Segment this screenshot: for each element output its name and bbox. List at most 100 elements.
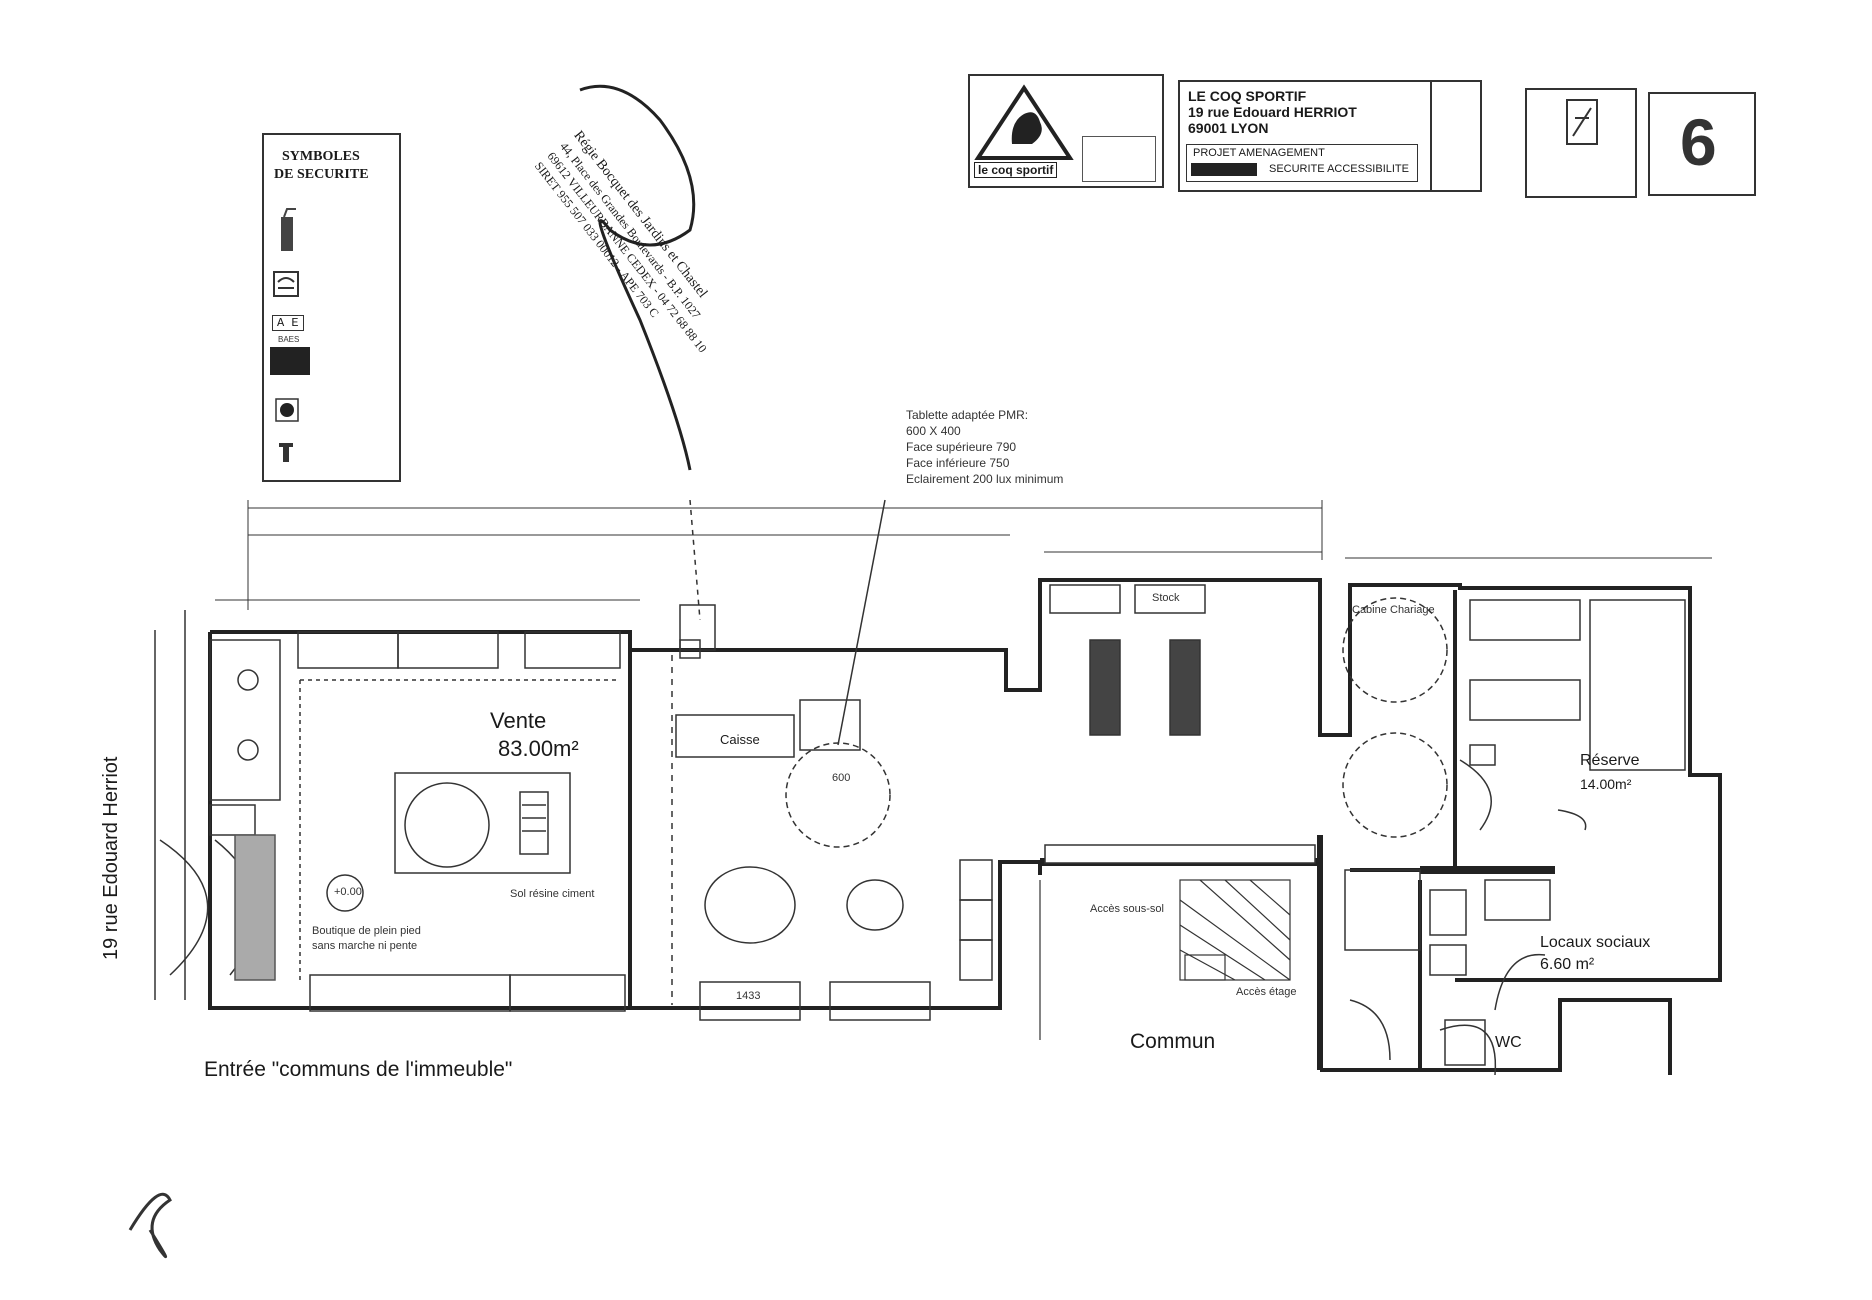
door-swing	[1494, 953, 1546, 1011]
exterior-wall	[210, 578, 1722, 982]
reserve-shelf	[1469, 599, 1581, 641]
wall-shelf	[524, 631, 621, 669]
title-block-project: LE COQ SPORTIF 19 rue Edouard HERRIOT 69…	[1178, 80, 1482, 192]
storage-cabinet	[1134, 584, 1206, 614]
margin-scribble	[128, 1192, 172, 1259]
pmr-shelf-dimension: 600	[832, 772, 851, 784]
door-swing	[1459, 759, 1492, 831]
baes-exit-sign-icon: BAES	[270, 335, 310, 375]
wall-shelf	[959, 939, 993, 981]
door-swing	[1439, 1024, 1497, 1076]
wall-shelf	[699, 981, 801, 1021]
room-area-reserve: 14.00m²	[1580, 776, 1632, 792]
brand-logo-text: le coq sportif	[974, 162, 1058, 178]
wc-bowl	[1444, 1019, 1486, 1066]
stock-label: Stock	[1152, 592, 1180, 604]
pmr-shelf	[799, 699, 861, 751]
valve-icon	[279, 443, 293, 462]
cleaning-room	[1344, 869, 1421, 951]
rooster-logo-icon	[974, 84, 1074, 160]
door-swing	[159, 839, 209, 976]
cash-desk-label: Caisse	[720, 732, 760, 747]
display-rack	[519, 791, 549, 855]
clothing-rack	[1089, 639, 1121, 736]
reserve-shelf	[1589, 599, 1686, 771]
clothing-rack	[1169, 639, 1201, 736]
display-fixture	[237, 669, 259, 691]
wall-shelf	[959, 859, 993, 901]
stair-landing	[1184, 954, 1226, 981]
sheet-number-box: 6	[1648, 92, 1756, 196]
room-name-wc: WC	[1495, 1034, 1522, 1051]
project-subtitle: SECURITE ACCESSIBILITE	[1269, 163, 1409, 175]
floor-finish-note: Sol résine ciment	[510, 888, 595, 900]
room-name-reserve: Réserve	[1580, 752, 1640, 769]
project-frame: PROJET AMENAGEMENT SECURITE ACCESSIBILIT…	[1186, 144, 1418, 182]
client-street: 19 rue Edouard HERRIOT	[1188, 104, 1357, 120]
threshold	[1044, 844, 1316, 864]
cabinet	[1429, 944, 1467, 976]
fire-extinguisher-icon	[281, 208, 296, 251]
dimension-label-cash: 1433	[736, 990, 761, 1002]
staircase	[1179, 879, 1291, 981]
wall-shelf	[297, 631, 399, 669]
client-city: 69001 LYON	[1188, 120, 1269, 136]
title-block-mark	[1525, 88, 1637, 198]
alarm-trigger-icon	[275, 398, 299, 422]
client-name: LE COQ SPORTIF	[1188, 88, 1307, 104]
building-icon	[1566, 99, 1598, 145]
fire-blanket-icon	[273, 271, 299, 297]
turning-circle	[1342, 732, 1448, 838]
security-legend: SYMBOLES DE SECURITE A E BAES	[262, 133, 401, 482]
wall-shelf	[829, 981, 931, 1021]
cash-desk	[675, 714, 795, 758]
emergency-lighting-icon: A E	[272, 315, 304, 331]
annotation-line2: 600 X 400	[906, 424, 961, 438]
legend-title-line1: SYMBOLES	[282, 149, 360, 164]
annotation-line3: Face supérieure 790	[906, 440, 1017, 454]
annotation-line4: Face inférieure 750	[906, 456, 1010, 470]
leader-line	[837, 499, 886, 746]
annotation-line1: Tablette adaptée PMR:	[906, 408, 1029, 422]
interior-wall	[1320, 998, 1672, 1075]
architect-stamp	[1082, 136, 1156, 182]
floor-level-marker: +0.00	[334, 886, 362, 898]
electrical-panel	[679, 639, 701, 659]
room-name-vente: Vente	[490, 708, 547, 733]
wall-shelf	[959, 899, 993, 941]
title-block-logo: le coq sportif	[968, 74, 1164, 188]
basement-access-label: Accès sous-sol	[1090, 903, 1164, 915]
entrance-label: Entrée "communs de l'immeuble"	[204, 1058, 513, 1081]
pmr-turning-circle	[785, 742, 891, 848]
stair-access-label: Accès étage	[1236, 986, 1297, 998]
display-window	[209, 639, 281, 801]
level-marker	[326, 874, 364, 912]
coat-hook	[1557, 809, 1587, 831]
turning-circle	[1342, 597, 1448, 703]
signature-scribble	[579, 84, 696, 471]
wall-shelf	[509, 974, 626, 1012]
street-label: 19 rue Edouard Herriot	[100, 756, 122, 960]
shop-note-line1: Boutique de plein pied	[312, 925, 421, 937]
annotation-line5: Eclairement 200 lux minimum	[906, 472, 1064, 486]
storage-cabinet	[1049, 584, 1121, 614]
display-fixture	[237, 739, 259, 761]
room-area-vente: 83.00m²	[498, 736, 579, 761]
sheet-number: 6	[1680, 105, 1717, 179]
door-swing	[1349, 999, 1391, 1061]
display-table-oval	[846, 879, 904, 931]
room-name-locaux-sociaux: Locaux sociaux	[1540, 934, 1651, 951]
room-area-locaux-sociaux: 6.60 m²	[1540, 956, 1595, 973]
title-divider	[1430, 82, 1432, 190]
display-table	[394, 772, 571, 874]
leader-line	[689, 499, 701, 621]
display-table-round	[404, 782, 490, 868]
wall-shelf	[309, 974, 511, 1012]
lockers	[1484, 879, 1551, 921]
legend-title-line2: DE SECURITE	[274, 167, 369, 182]
project-title: PROJET AMENAGEMENT	[1193, 147, 1325, 159]
fitting-room-label: Cabine	[1352, 604, 1387, 616]
entrance-frame	[209, 804, 256, 836]
shop-note-line2: sans marche ni pente	[312, 940, 418, 952]
